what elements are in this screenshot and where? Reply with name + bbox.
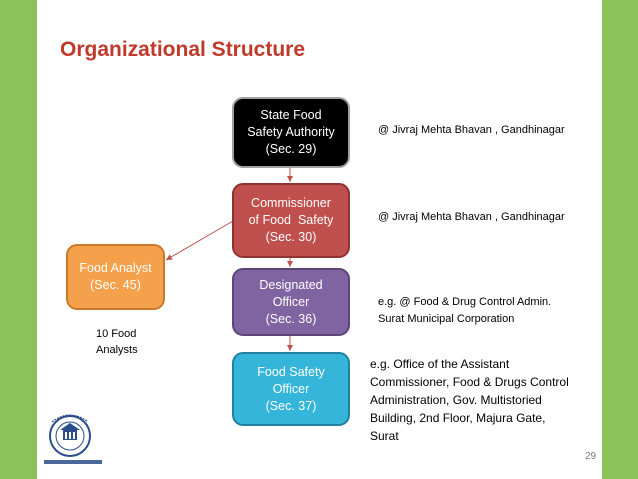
node-line: (Sec. 30) (265, 230, 317, 244)
note-line: @ Jivraj Mehta Bhavan , Gandhinagar (378, 124, 565, 136)
node-line: Officer (272, 381, 310, 396)
node-line: Safety Authority (247, 125, 335, 139)
university-seal-icon (44, 414, 102, 464)
state-authority-location-note: @ Jivraj Mehta Bhavan , Gandhinagar (378, 122, 565, 139)
slide-title: Organizational Structure (60, 38, 306, 61)
node-line: (Sec. 45) (90, 278, 141, 292)
left-accent-bar (0, 0, 37, 479)
food-safety-officer-box: Food Safety Officer (Sec. 37) (232, 352, 350, 426)
node-line: Designated (259, 277, 323, 292)
designated-officer-location-note: e.g. @ Food & Drug Control Admin. Surat … (378, 294, 551, 328)
food-analyst-count-note: 10 Food Analysts (96, 326, 138, 358)
node-line: State Food (260, 108, 322, 122)
node-line: (Sec. 36) (265, 311, 317, 326)
page-number: 29 (585, 451, 597, 462)
note-line: Commissioner, Food & Drugs Control (370, 375, 569, 389)
note-line: 10 Food (96, 328, 137, 340)
node-line: of Food Safety (248, 213, 334, 227)
node-line: Officer (272, 294, 310, 309)
note-line: Surat Municipal Corporation (378, 313, 515, 325)
food-analyst-box: Food Analyst (Sec. 45) (66, 244, 165, 310)
node-line: Food Safety (257, 364, 325, 379)
connector-commissioner-to-analyst (165, 220, 234, 261)
note-line: e.g. @ Food & Drug Control Admin. (378, 296, 552, 308)
food-safety-officer-location-note: e.g. Office of the Assistant Commissione… (370, 355, 569, 445)
note-line: Administration, Gov. Multistoried (370, 393, 542, 407)
node-line: (Sec. 37) (265, 398, 317, 413)
designated-officer-box: Designated Officer (Sec. 36) (232, 268, 350, 336)
commissioner-location-note: @ Jivraj Mehta Bhavan , Gandhinagar (378, 209, 565, 226)
note-line: @ Jivraj Mehta Bhavan , Gandhinagar (378, 211, 565, 223)
note-line: e.g. Office of the Assistant (370, 357, 510, 371)
note-line: Building, 2nd Floor, Majura Gate, (370, 411, 546, 425)
note-line: Surat (370, 429, 399, 443)
node-line: (Sec. 29) (265, 142, 317, 156)
node-line: Food Analyst (79, 261, 152, 275)
right-accent-bar (602, 0, 638, 479)
commissioner-of-food-safety-box: Commissioner of Food Safety (Sec. 30) (232, 183, 350, 258)
note-line: Analysts (96, 344, 138, 356)
state-food-safety-authority-box: State Food Safety Authority (Sec. 29) (232, 97, 350, 168)
node-line: Commissioner (251, 196, 331, 210)
